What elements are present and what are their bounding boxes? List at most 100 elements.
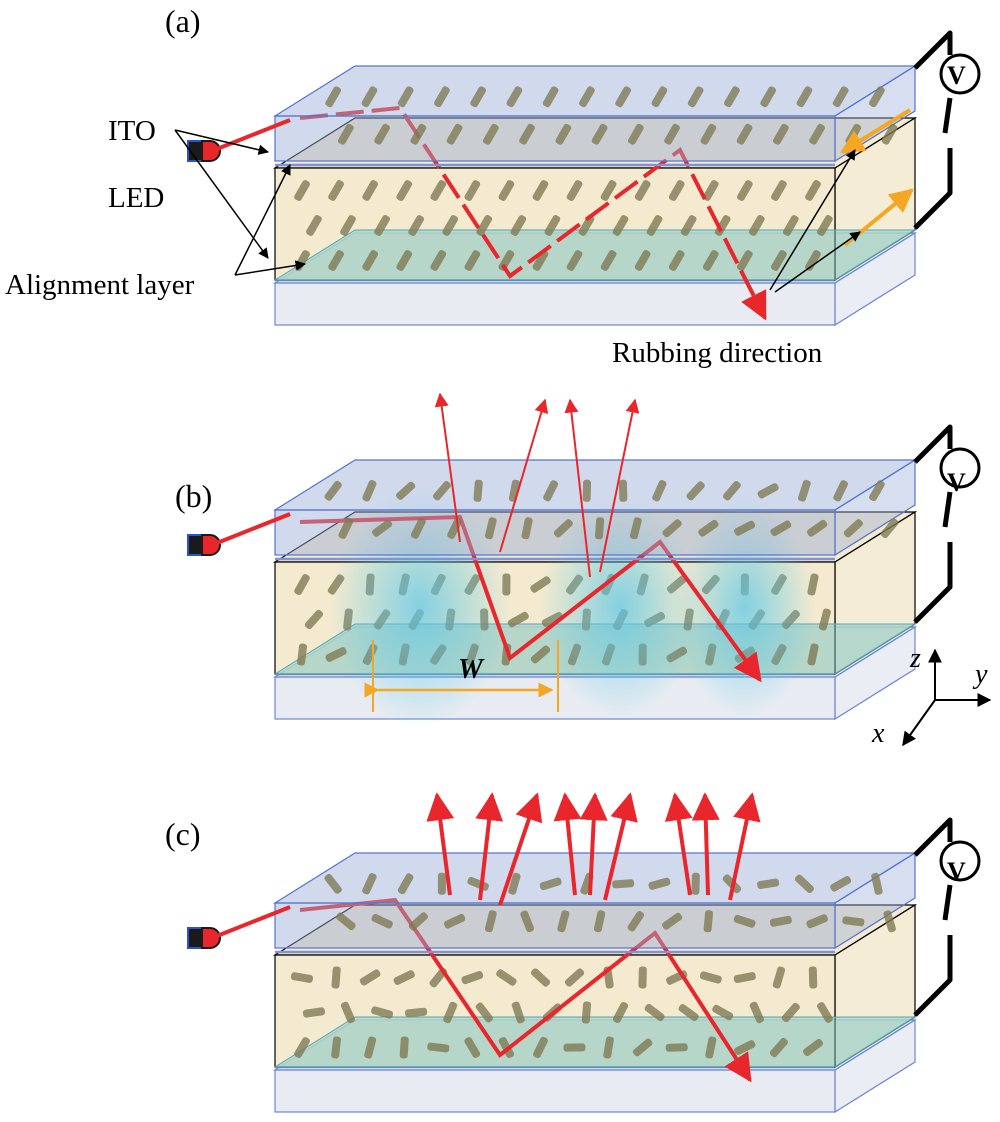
- lc-molecule: [371, 1006, 394, 1019]
- lc-molecule: [736, 250, 753, 271]
- top-glass-front: [274, 115, 836, 162]
- lc-molecule: [629, 517, 642, 540]
- lc-molecule: [652, 480, 667, 502]
- lc-molecule: [337, 123, 354, 145]
- coordinate-axes: z y x: [871, 643, 992, 749]
- lc-molecule: [442, 215, 459, 236]
- voltmeter-icon: [913, 817, 981, 1017]
- lc-molecule: [736, 180, 753, 201]
- lc-molecule: [427, 1042, 450, 1053]
- lc-molecule: [306, 215, 322, 236]
- scattered-ray: [553, 792, 582, 896]
- lc-molecule: [371, 913, 393, 929]
- lc-molecule: [340, 1001, 356, 1024]
- panel-c: [187, 792, 981, 1114]
- top-glass: [272, 851, 918, 950]
- light-ray: [299, 105, 767, 321]
- lc-molecule: [705, 1036, 717, 1059]
- lc-molecule: [566, 250, 583, 271]
- lc-molecule: [302, 1007, 326, 1018]
- lc-molecule: [818, 608, 831, 631]
- lc-molecule: [594, 517, 605, 540]
- lc-molecules-front: [294, 180, 833, 271]
- lc-molecule: [544, 215, 561, 236]
- lc-molecule: [702, 180, 719, 201]
- lc-molecule: [698, 519, 719, 537]
- lc-molecule: [686, 481, 705, 501]
- lc-molecule: [798, 479, 811, 502]
- lc-molecule: [520, 910, 535, 933]
- voltmeter-circle: [939, 53, 981, 95]
- lc-molecule: [511, 1001, 525, 1024]
- lc-molecule: [361, 86, 378, 108]
- lc-molecule: [543, 480, 559, 502]
- lc-molecule: [632, 1038, 653, 1057]
- led-lens: [201, 140, 221, 162]
- lc-molecule: [533, 1036, 548, 1059]
- voltmeter-wire: [913, 30, 953, 230]
- top-glass: [272, 458, 918, 557]
- scattered-ray: [426, 792, 455, 896]
- lc-molecule: [832, 86, 849, 108]
- lc-molecule: [374, 215, 390, 236]
- lc-molecule: [733, 914, 756, 928]
- scattered-ray: [579, 792, 608, 896]
- lc-molecule: [806, 914, 828, 929]
- lc-molecule: [519, 123, 535, 145]
- lc-molecule: [464, 250, 481, 271]
- lc-molecule: [294, 180, 310, 201]
- lc-molecule: [359, 969, 381, 986]
- lc-molecule: [736, 123, 753, 145]
- led-label: LED: [108, 182, 164, 214]
- lc-molecule: [498, 180, 515, 201]
- width-label: W: [458, 654, 485, 685]
- led-icon: [187, 140, 221, 162]
- lc-molecule: [612, 1001, 629, 1024]
- lc-molecule: [749, 1001, 764, 1024]
- lc-molecule: [668, 180, 685, 201]
- lc-molecule: [432, 481, 451, 501]
- voltmeter-label-b: V: [947, 468, 966, 497]
- lc-molecule: [405, 1007, 428, 1018]
- bottom-alignment-plane: [273, 1016, 917, 1068]
- lc-molecule: [712, 1004, 734, 1021]
- lc-molecule: [294, 1037, 310, 1058]
- lc-molecule: [434, 86, 450, 108]
- scattered-ray: [691, 792, 720, 896]
- lc-molecule: [340, 215, 356, 236]
- lc-molecule: [331, 966, 341, 989]
- alignment-leader-1: [234, 164, 291, 276]
- panel-a: [174, 30, 981, 327]
- lc-molecule: [553, 519, 573, 538]
- lc-molecule: [532, 250, 549, 271]
- lc-molecule: [461, 970, 484, 985]
- lc-molecule: [668, 250, 685, 271]
- lc-molecule: [331, 1036, 342, 1059]
- lc-molecule: [687, 86, 704, 108]
- lc-molecule: [521, 517, 533, 540]
- lc-molecule: [335, 912, 356, 931]
- lc-molecule: [290, 972, 314, 983]
- lc-molecule: [807, 643, 819, 666]
- lc-molecule: [362, 479, 377, 502]
- lc-molecule: [781, 1002, 800, 1023]
- led-body: [187, 927, 203, 949]
- lc-molecule: [484, 910, 497, 933]
- lc-molecule: [794, 874, 814, 894]
- lc-molecule: [871, 872, 883, 895]
- lc-molecule: [362, 250, 379, 271]
- rubbing-direction-label: Rubbing direction: [612, 337, 823, 369]
- rubbing-arrow-top: [839, 108, 912, 154]
- lc-molecule: [396, 250, 413, 271]
- lc-molecule: [612, 215, 629, 236]
- lc-molecule: [680, 215, 697, 236]
- scattered-ray: [564, 398, 591, 578]
- lc-molecule: [634, 250, 651, 271]
- lc-molecule: [324, 873, 342, 894]
- panel-label-b: (b): [175, 478, 212, 514]
- led-lens: [201, 534, 221, 556]
- lc-molecule: [665, 1043, 688, 1052]
- voltmeter-circle: [939, 447, 981, 489]
- lc-molecule: [464, 1037, 481, 1058]
